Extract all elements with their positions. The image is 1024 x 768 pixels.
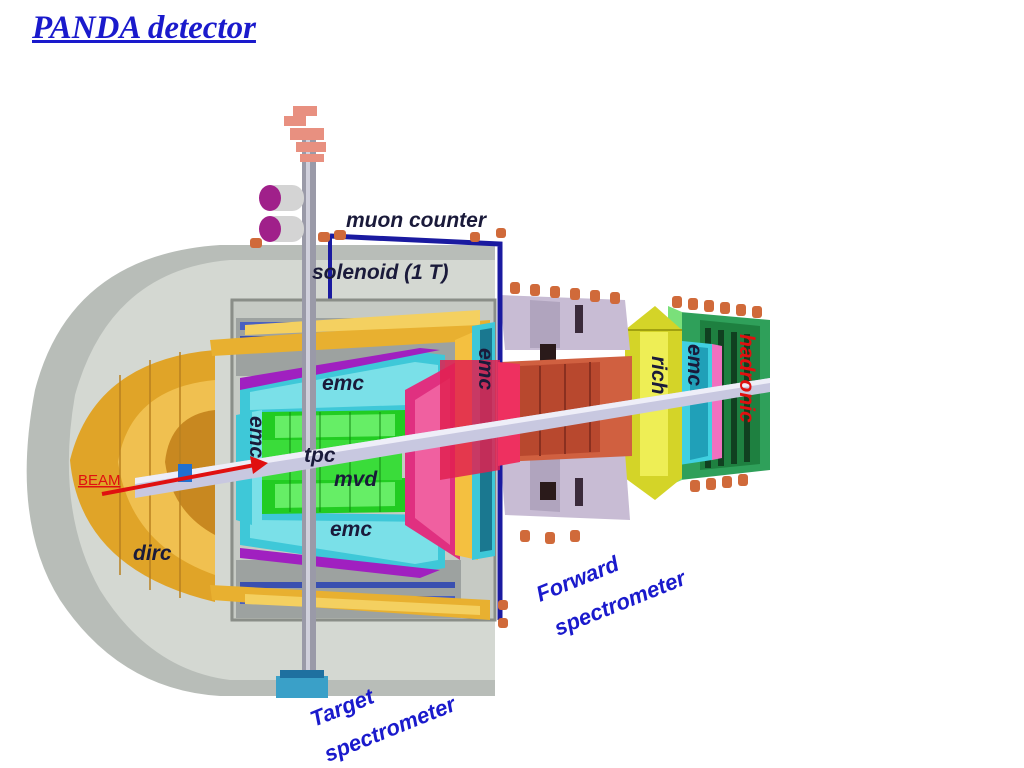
label-emc-bottom: emc xyxy=(330,518,372,541)
muon-counter-pads xyxy=(250,228,508,628)
label-emc-forward: emc xyxy=(683,344,706,386)
cryogenic-cylinders xyxy=(259,185,304,242)
label-emc-endcap: emc xyxy=(474,348,497,390)
forward-endcap xyxy=(405,322,520,560)
label-tpc: tpc xyxy=(304,444,336,467)
label-dirc: dirc xyxy=(133,542,172,565)
solenoid-frame xyxy=(230,233,503,622)
target-support xyxy=(276,106,328,698)
label-emc-inner: emc xyxy=(245,416,268,458)
label-hadronic: hadronic xyxy=(735,334,758,423)
label-solenoid: solenoid (1 T) xyxy=(312,261,449,284)
label-beam: BEAM xyxy=(78,472,121,489)
target-spectrometer xyxy=(26,106,770,698)
dipole-magnet xyxy=(500,282,632,544)
label-rich: rich xyxy=(647,356,670,395)
label-emc-top: emc xyxy=(322,372,364,395)
page-title: PANDA detector xyxy=(32,10,256,46)
beam-arrow xyxy=(101,456,268,496)
label-mvd: mvd xyxy=(334,468,378,491)
label-muon-counter: muon counter xyxy=(346,209,488,232)
